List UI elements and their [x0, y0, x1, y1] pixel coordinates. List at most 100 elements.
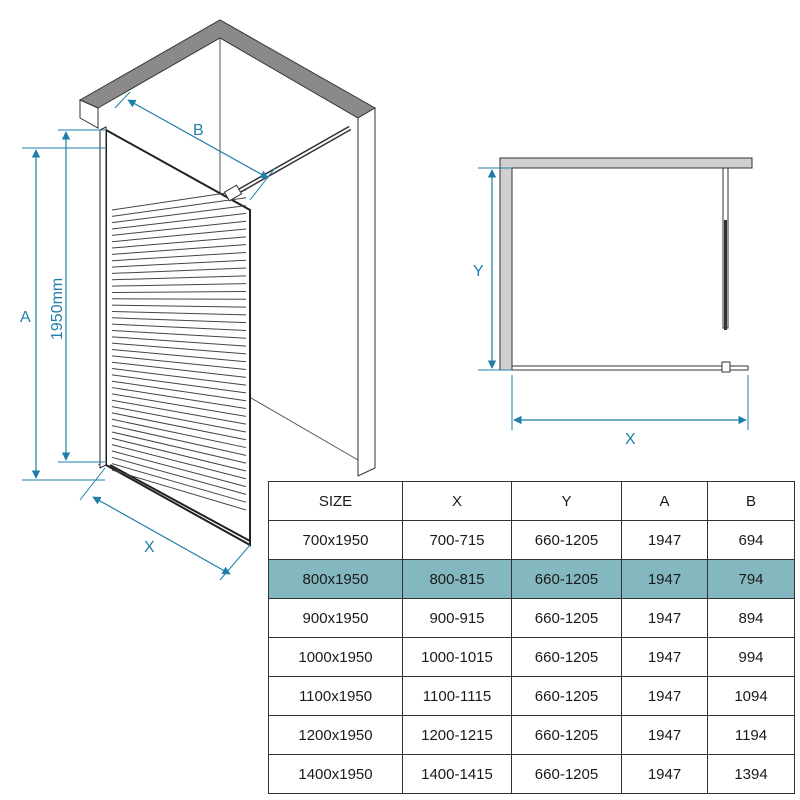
- table-cell: 794: [707, 559, 795, 599]
- table-cell: 900x1950: [268, 598, 403, 638]
- wall-top: [78, 19, 376, 119]
- glass-stripe: [111, 197, 247, 217]
- dimension-a-label: A: [20, 309, 31, 326]
- table-cell: 660-1205: [511, 637, 622, 677]
- right-wall: [357, 107, 376, 477]
- isometric-view: A 1950mm B X: [20, 19, 376, 581]
- glass-stripe: [111, 189, 247, 211]
- glass-stripe: [111, 349, 247, 363]
- glass-top-view: [511, 365, 749, 371]
- table-cell: 1394: [707, 754, 795, 794]
- table-cell: 660-1205: [511, 559, 622, 599]
- glass-stripe: [111, 406, 247, 433]
- glass-stripe: [111, 361, 247, 378]
- table-header-row: SIZE X Y A B: [268, 481, 795, 521]
- glass-stripe: [111, 267, 247, 274]
- glass-stripe: [111, 387, 247, 410]
- header-b: B: [707, 481, 795, 521]
- table-cell: 1947: [621, 676, 708, 716]
- glass-stripe: [111, 342, 247, 355]
- glass-stripe: [111, 425, 247, 456]
- dimension-x-label-iso: X: [144, 539, 155, 556]
- table-cell: 900-915: [402, 598, 512, 638]
- glass-stripe: [111, 244, 247, 255]
- glass-stripe: [111, 374, 247, 394]
- left-wall-cap: [79, 99, 99, 129]
- top-wall: [499, 157, 753, 169]
- glass-stripe: [111, 304, 247, 308]
- table-cell: 1100x1950: [268, 676, 403, 716]
- table-cell: 1400x1950: [268, 754, 403, 794]
- table-cell: 800-815: [402, 559, 512, 599]
- table-cell: 660-1205: [511, 520, 622, 560]
- glass-stripe: [111, 323, 247, 331]
- table-cell: 1100-1115: [402, 676, 512, 716]
- glass-stripes: [111, 189, 247, 511]
- table-cell: 1200-1215: [402, 715, 512, 755]
- table-cell: 660-1205: [511, 676, 622, 716]
- table-cell: 1947: [621, 637, 708, 677]
- table-cell: 994: [707, 637, 795, 677]
- glass-stripe: [111, 355, 247, 371]
- glass-stripe: [111, 310, 247, 316]
- glass-stripe: [111, 212, 247, 230]
- dimension-x-label-top: X: [625, 431, 636, 448]
- table-cell: 1194: [707, 715, 795, 755]
- table-cell: 1200x1950: [268, 715, 403, 755]
- dimension-y-label: Y: [473, 263, 484, 280]
- glass-stripe: [111, 450, 247, 488]
- table-cell: 1000-1015: [402, 637, 512, 677]
- header-size: SIZE: [268, 481, 403, 521]
- header-a: A: [621, 481, 708, 521]
- glass-stripe: [111, 205, 247, 224]
- glass-stripe: [111, 336, 247, 347]
- table-cell: 700-715: [402, 520, 512, 560]
- table-cell: 660-1205: [511, 715, 622, 755]
- table-cell: 660-1205: [511, 598, 622, 638]
- glass-stripe: [111, 259, 247, 268]
- height-1950mm-label: 1950mm: [49, 278, 66, 340]
- table-cell: 800x1950: [268, 559, 403, 599]
- glass-stripe: [111, 399, 247, 425]
- glass-stripe: [111, 456, 247, 495]
- glass-stripe: [111, 368, 247, 386]
- glass-stripe: [111, 418, 247, 449]
- table-cell: 1947: [621, 715, 708, 755]
- table-cell: 660-1205: [511, 754, 622, 794]
- header-y: Y: [511, 481, 622, 521]
- table-cell: 1947: [621, 754, 708, 794]
- table-cell: 1400-1415: [402, 754, 512, 794]
- glass-stripe: [111, 329, 247, 339]
- glass-stripe: [111, 236, 247, 249]
- glass-profile: [99, 126, 107, 469]
- table-cell: 1947: [621, 598, 708, 638]
- dimension-b-label: B: [193, 122, 204, 139]
- table-cell: 1094: [707, 676, 795, 716]
- glass-stripe: [111, 412, 247, 441]
- table-cell: 1000x1950: [268, 637, 403, 677]
- table-cell: 1947: [621, 559, 708, 599]
- glass-stripe: [111, 283, 247, 287]
- table-cell: 694: [707, 520, 795, 560]
- table-cell: 894: [707, 598, 795, 638]
- top-view: Y X: [473, 157, 753, 448]
- glass-stripe: [111, 437, 247, 472]
- side-wall: [499, 167, 513, 371]
- glass-stripe: [111, 393, 247, 417]
- glass-stripe: [111, 317, 247, 324]
- glass-stripe: [111, 275, 247, 281]
- header-x: X: [402, 481, 512, 521]
- glass-stripe: [111, 251, 247, 262]
- table-cell: 700x1950: [268, 520, 403, 560]
- glass-stripe: [111, 220, 247, 236]
- glass-stripe: [111, 431, 247, 464]
